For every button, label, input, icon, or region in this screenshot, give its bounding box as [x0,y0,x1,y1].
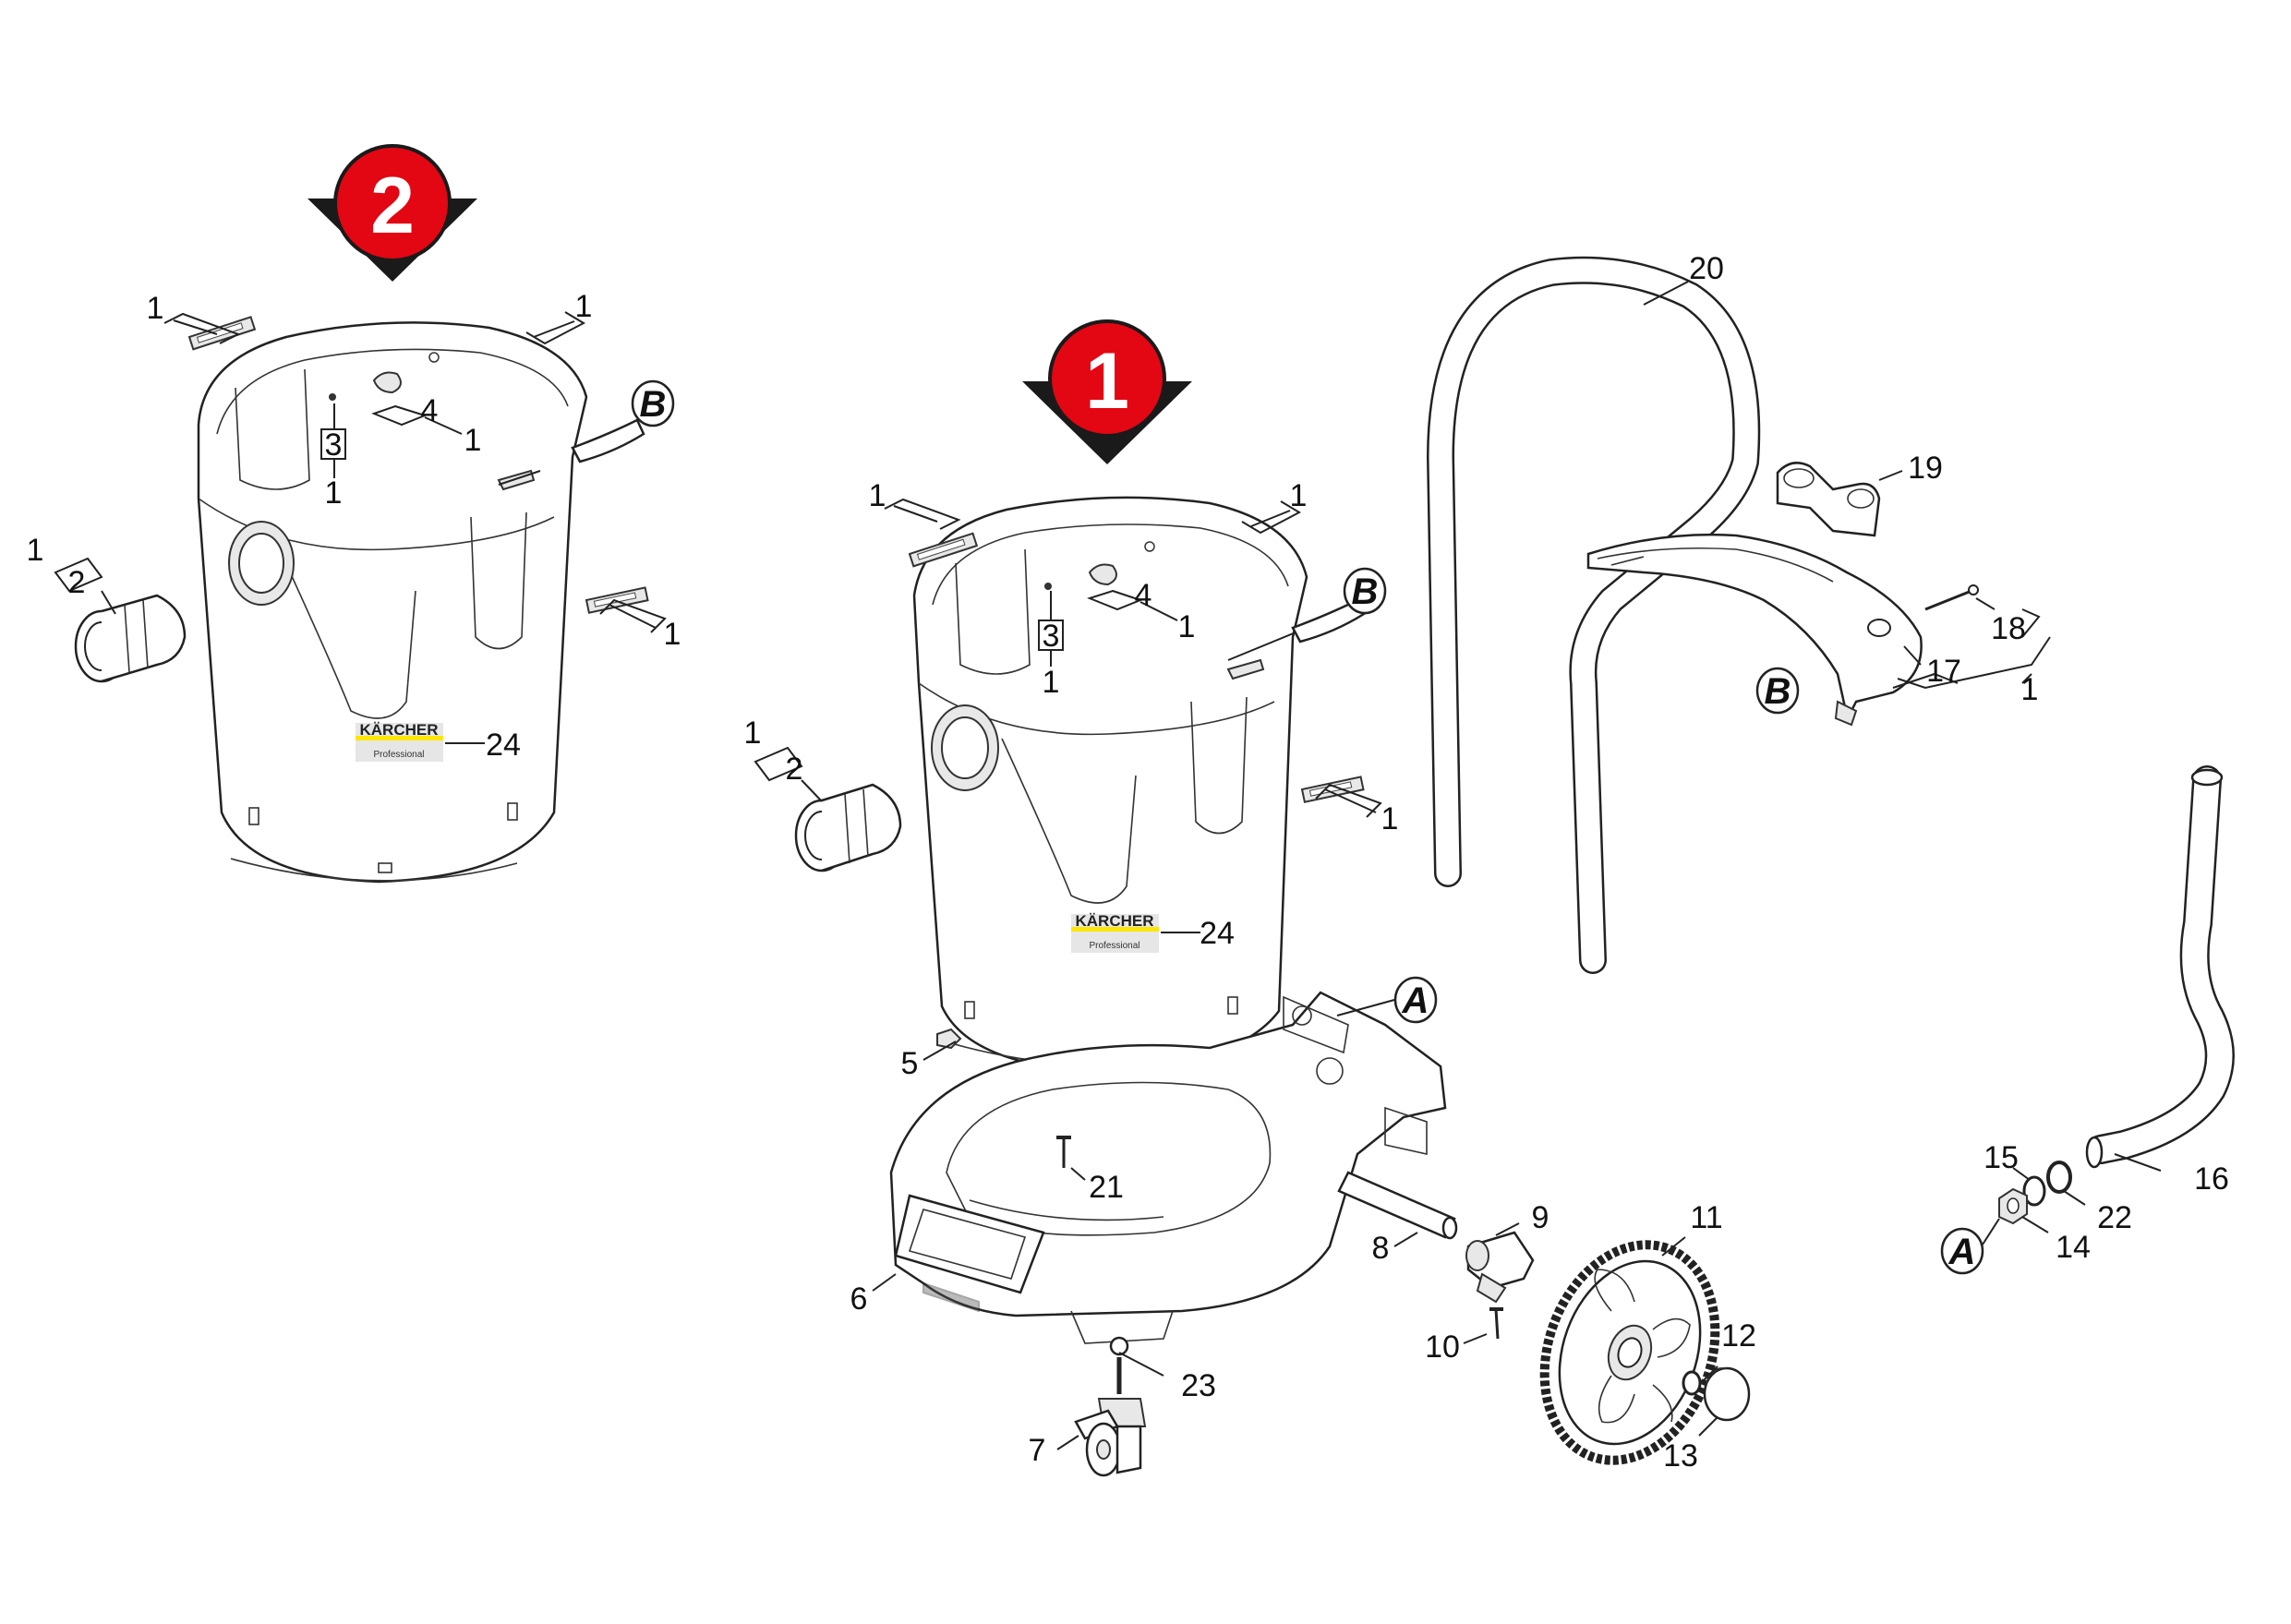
callout-3: 3 [325,427,343,463]
callout-1: 1 [1043,665,1060,700]
nut-part-14 [1998,1187,2028,1225]
variant-2-number: 2 [370,162,415,250]
callout-5: 5 [901,1046,919,1081]
ref-a-base: A [1393,976,1438,1024]
karcher-logo-text-2: KÄRCHER [1076,912,1154,930]
callout-1: 1 [869,478,886,513]
nut-part-5 [936,1028,962,1050]
axle-part-8 [1337,1171,1458,1240]
ref-b-center: B [1343,567,1387,615]
callout-1: 1 [1290,478,1308,513]
push-handle-part-20 [1426,256,1761,974]
ref-b-center-text: B [1352,571,1379,612]
container-variant-2: KÄRCHER Professional [187,316,649,884]
ref-b-left: B [631,379,675,427]
chassis-base [889,991,1447,1344]
callout-1: 1 [664,617,681,652]
caster-wheel-part-7 [1074,1336,1147,1477]
callout-3: 3 [1043,619,1060,654]
karcher-logo-text: KÄRCHER [360,721,439,739]
container-variant-1: KÄRCHER Professional [908,496,1366,1073]
callout-1: 1 [147,291,164,326]
callout-1: 1 [1178,609,1196,644]
callout-10: 10 [1425,1329,1460,1365]
ref-a-hose: A [1940,1227,1984,1275]
callout-9: 9 [1532,1200,1549,1235]
callout-1: 1 [27,533,44,568]
karcher-logo-sub-2: Professional [1089,941,1139,951]
callout-7: 7 [1029,1433,1046,1468]
o-ring-part-22 [2046,1161,2072,1194]
callout-24: 24 [1200,916,1235,951]
callout-20: 20 [1689,251,1724,286]
logo-bg-2 [1071,914,1159,953]
callout-8: 8 [1372,1231,1390,1266]
callout-12: 12 [1721,1318,1756,1353]
variant-1-number: 1 [1085,337,1129,426]
callout-14: 14 [2056,1230,2091,1265]
pin-part-18 [1924,584,1979,611]
callout-13: 13 [1663,1438,1698,1474]
callout-1: 1 [575,289,593,324]
callout-2: 2 [786,752,803,787]
callout-labels: 1 1 4 1 3 1 1 1 2 24 1 1 4 1 3 1 1 1 2 2… [27,251,2229,1474]
axle-bracket-part-9 [1465,1231,1535,1304]
hose-connector-left [74,594,187,683]
callout-1: 1 [744,716,762,751]
callout-23: 23 [1181,1368,1216,1403]
wheel-part-11 [1539,1240,1720,1465]
ref-a-base-text: A [1402,980,1429,1021]
washer-part-15 [2022,1175,2046,1207]
callout-16: 16 [2194,1161,2229,1197]
callout-21: 21 [1089,1170,1124,1205]
hose-connector-center [794,783,902,872]
callout-15: 15 [1984,1140,2019,1175]
screw-part-21 [1056,1136,1071,1168]
washer-part-12 [1682,1370,1702,1396]
callout-1: 1 [464,423,482,458]
hub-cap-part-13 [1703,1366,1751,1422]
karcher-logo-sub: Professional [373,750,424,760]
screw-part-10 [1489,1307,1503,1340]
callout-4: 4 [421,393,439,428]
callout-1: 1 [325,475,343,511]
ref-b-right: B [1755,667,1800,715]
callout-18: 18 [1991,611,2026,646]
callout-4: 4 [1135,578,1152,613]
handle-bracket-part-17 [1586,533,1923,727]
hose-part-16 [2085,765,2235,1169]
logo-bg [356,723,443,762]
callout-2: 2 [68,565,86,600]
callout-24: 24 [486,728,521,763]
ref-a-hose-text: A [1948,1232,1976,1272]
callout-22: 22 [2097,1200,2132,1235]
ref-b-left-text: B [640,384,667,425]
callout-19: 19 [1908,451,1943,486]
callout-11: 11 [1690,1200,1722,1235]
accessory-holder-part-19 [1776,462,1881,537]
callout-17: 17 [1926,654,1961,689]
variant-1-badge: 1 [1022,319,1192,464]
leader-lines [54,281,2162,1450]
callout-1: 1 [1381,801,1399,836]
ref-b-right-text: B [1765,671,1791,712]
callout-6: 6 [850,1281,868,1317]
callout-1: 1 [2021,672,2039,707]
variant-2-badge: 2 [307,144,477,282]
